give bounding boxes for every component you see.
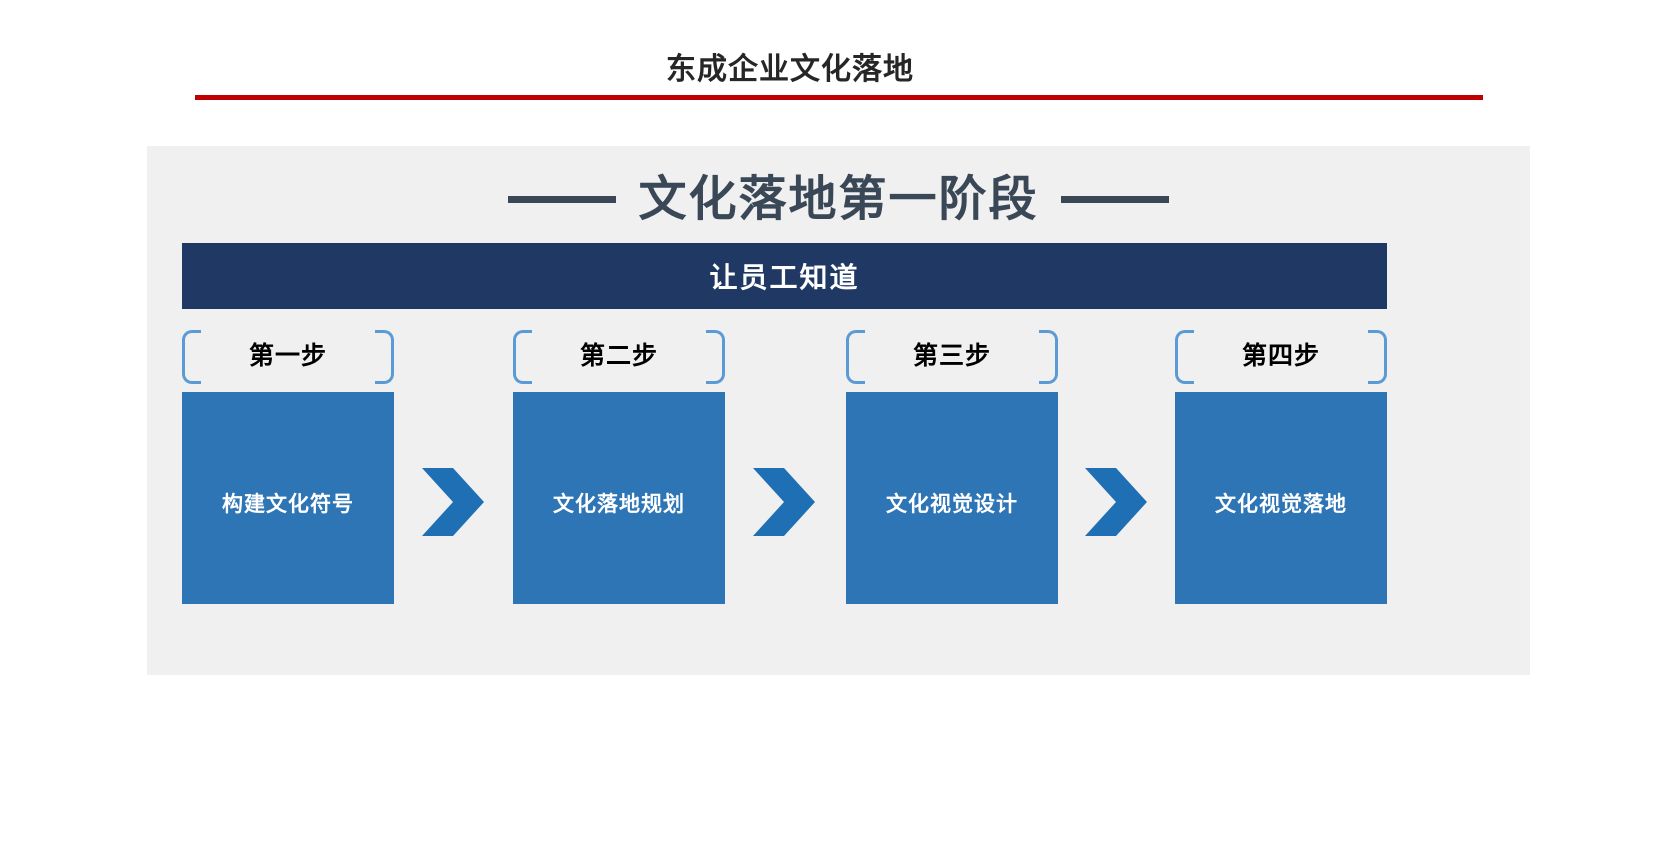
- step-item-2[interactable]: 第二步 文化落地规划: [513, 328, 725, 608]
- bracket-left-icon: [513, 330, 532, 384]
- step-box-label-1: 构建文化符号: [222, 493, 354, 516]
- step-item-4[interactable]: 第四步 文化视觉落地: [1175, 328, 1387, 608]
- title-dash-left-icon: [508, 196, 617, 204]
- bracket-right-icon: [1039, 330, 1058, 384]
- step-box-4[interactable]: 文化视觉落地: [1175, 392, 1387, 604]
- step-box-label-4: 文化视觉落地: [1215, 493, 1347, 516]
- step-header-3: 第三步: [846, 328, 1058, 384]
- chevron-right-icon: [753, 468, 815, 536]
- step-label-2: 第二步: [579, 342, 658, 370]
- step-label-4: 第四步: [1241, 342, 1320, 370]
- title-dash-right-icon: [1060, 196, 1169, 204]
- steps-row: 第一步 构建文化符号 第二步 文化落地规划 第三步: [182, 328, 1387, 608]
- chevron-right-icon: [1085, 468, 1147, 536]
- step-box-label-3: 文化视觉设计: [886, 493, 1018, 516]
- stage-banner-label: 让员工知道: [709, 262, 860, 293]
- section-title: 文化落地第一阶段: [638, 173, 1039, 226]
- bracket-right-icon: [375, 330, 394, 384]
- step-item-1[interactable]: 第一步 构建文化符号: [182, 328, 394, 608]
- section-title-row: 文化落地第一阶段: [147, 172, 1530, 227]
- step-item-3[interactable]: 第三步 文化视觉设计: [846, 328, 1058, 608]
- bracket-left-icon: [1175, 330, 1194, 384]
- step-header-2: 第二步: [513, 328, 725, 384]
- page-title: 东成企业文化落地: [666, 53, 914, 86]
- step-box-label-2: 文化落地规划: [553, 493, 685, 516]
- step-box-2[interactable]: 文化落地规划: [513, 392, 725, 604]
- step-box-3[interactable]: 文化视觉设计: [846, 392, 1058, 604]
- header-divider-rule: [195, 95, 1483, 100]
- step-header-1: 第一步: [182, 328, 394, 384]
- step-label-1: 第一步: [248, 342, 327, 370]
- step-header-4: 第四步: [1175, 328, 1387, 384]
- stage-banner: 让员工知道: [182, 243, 1387, 309]
- bracket-right-icon: [1368, 330, 1387, 384]
- bracket-left-icon: [846, 330, 865, 384]
- chevron-right-icon: [422, 468, 484, 536]
- bracket-right-icon: [706, 330, 725, 384]
- bracket-left-icon: [182, 330, 201, 384]
- step-label-3: 第三步: [912, 342, 991, 370]
- step-box-1[interactable]: 构建文化符号: [182, 392, 394, 604]
